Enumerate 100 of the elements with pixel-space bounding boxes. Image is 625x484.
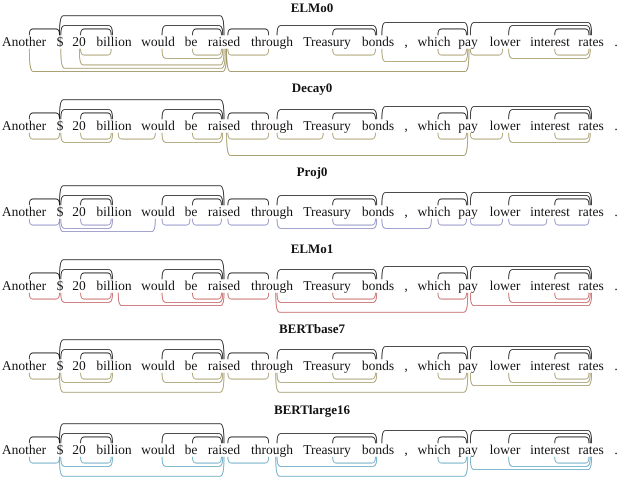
- dependency-arc: [80, 272, 112, 280]
- dependency-arc: [381, 106, 468, 120]
- dependency-arc: [59, 456, 224, 477]
- dependency-arc: [226, 48, 470, 72]
- word: lower: [490, 359, 520, 373]
- dependency-arc: [276, 109, 378, 120]
- dependency-arc: [276, 269, 378, 280]
- word: through: [251, 279, 293, 293]
- dependency-arc: [28, 372, 60, 380]
- dependency-arc: [60, 132, 113, 143]
- dependency-arc: [438, 352, 467, 360]
- dependency-arc: [470, 266, 592, 280]
- dependency-arc: [332, 292, 376, 300]
- dependency-arc: [438, 218, 467, 226]
- word: raised: [208, 279, 240, 293]
- word: interest: [530, 205, 570, 219]
- word: lower: [490, 205, 520, 219]
- dependency-arc: [28, 112, 60, 120]
- punctuation-mark: .: [614, 443, 618, 457]
- dependency-arc: [162, 269, 224, 280]
- word: $: [56, 35, 64, 49]
- dependency-arc: [162, 109, 224, 120]
- dependency-arc: [470, 192, 592, 206]
- dependency-arc: [276, 25, 378, 36]
- dependency-arc: [381, 430, 468, 444]
- word: rates: [578, 35, 604, 49]
- dependency-arc: [162, 456, 224, 467]
- word: lower: [490, 119, 520, 133]
- dependency-arc: [28, 218, 60, 226]
- word: Another: [2, 359, 46, 373]
- word: through: [251, 205, 293, 219]
- dependency-arc: [28, 292, 60, 300]
- dependency-arc: [227, 48, 270, 56]
- word: rates: [578, 205, 604, 219]
- word: billion: [96, 443, 132, 457]
- dependency-arc: [276, 218, 378, 229]
- dependency-arc: [227, 352, 270, 360]
- word: $: [56, 359, 64, 373]
- word: Treasury: [303, 119, 351, 133]
- word: pay: [458, 119, 478, 133]
- dependency-arc: [227, 372, 270, 380]
- dependency-arc: [276, 349, 378, 360]
- dependency-arc: [192, 372, 222, 380]
- word: lower: [490, 279, 520, 293]
- word: which: [418, 205, 450, 219]
- dependency-arc: [438, 112, 467, 120]
- row-title: Decay0: [292, 80, 332, 94]
- dependency-arc: [381, 218, 432, 229]
- dependency-arc: [381, 192, 468, 206]
- dependency-arc: [162, 433, 224, 444]
- dependency-arc: [332, 456, 376, 464]
- dependency-arc: [227, 28, 270, 36]
- dependency-arc: [508, 195, 591, 206]
- dependency-arc: [276, 292, 378, 303]
- dependency-arc: [227, 198, 270, 206]
- row-title: Proj0: [296, 164, 328, 178]
- word: Treasury: [303, 205, 351, 219]
- dependency-arc: [470, 292, 592, 306]
- word: 20: [72, 443, 86, 457]
- word: through: [251, 359, 293, 373]
- dependency-arc: [276, 456, 378, 467]
- dependency-arc: [59, 339, 224, 360]
- word: $: [56, 205, 64, 219]
- dependency-arc: [162, 195, 224, 206]
- dependency-arc: [275, 372, 468, 393]
- dependency-arc: [80, 112, 112, 120]
- word: raised: [208, 35, 240, 49]
- word: interest: [530, 279, 570, 293]
- dependency-arc: [438, 436, 467, 444]
- dependency-arc: [78, 48, 224, 66]
- dependency-arc: [470, 106, 592, 120]
- word: Treasury: [303, 279, 351, 293]
- dependency-arc: [80, 372, 112, 380]
- dependency-arc: [162, 132, 224, 143]
- word: interest: [530, 35, 570, 49]
- dependency-arc: [162, 292, 224, 303]
- dependency-arc: [275, 456, 468, 477]
- dependency-arc: [554, 372, 590, 380]
- dependency-arc: [381, 22, 468, 36]
- word: $: [56, 443, 64, 457]
- dependency-arc: [554, 198, 590, 206]
- dependency-arc: [508, 292, 591, 303]
- dependency-arc: [162, 25, 224, 36]
- punctuation-mark: ,: [404, 279, 408, 293]
- dependency-arc: [381, 346, 468, 360]
- dependency-arc: [508, 269, 591, 280]
- word: Another: [2, 279, 46, 293]
- dependency-arc: [227, 272, 270, 280]
- word: lower: [490, 35, 520, 49]
- word: Treasury: [303, 443, 351, 457]
- word: Another: [2, 205, 46, 219]
- dependency-arc: [332, 372, 376, 380]
- dependency-arc: [470, 430, 592, 444]
- dependency-arc: [276, 195, 378, 206]
- dependency-arc: [554, 218, 590, 226]
- word: lower: [490, 443, 520, 457]
- word: would: [141, 279, 175, 293]
- word: be: [184, 279, 198, 293]
- word: Another: [2, 119, 46, 133]
- dependency-arc: [28, 48, 228, 72]
